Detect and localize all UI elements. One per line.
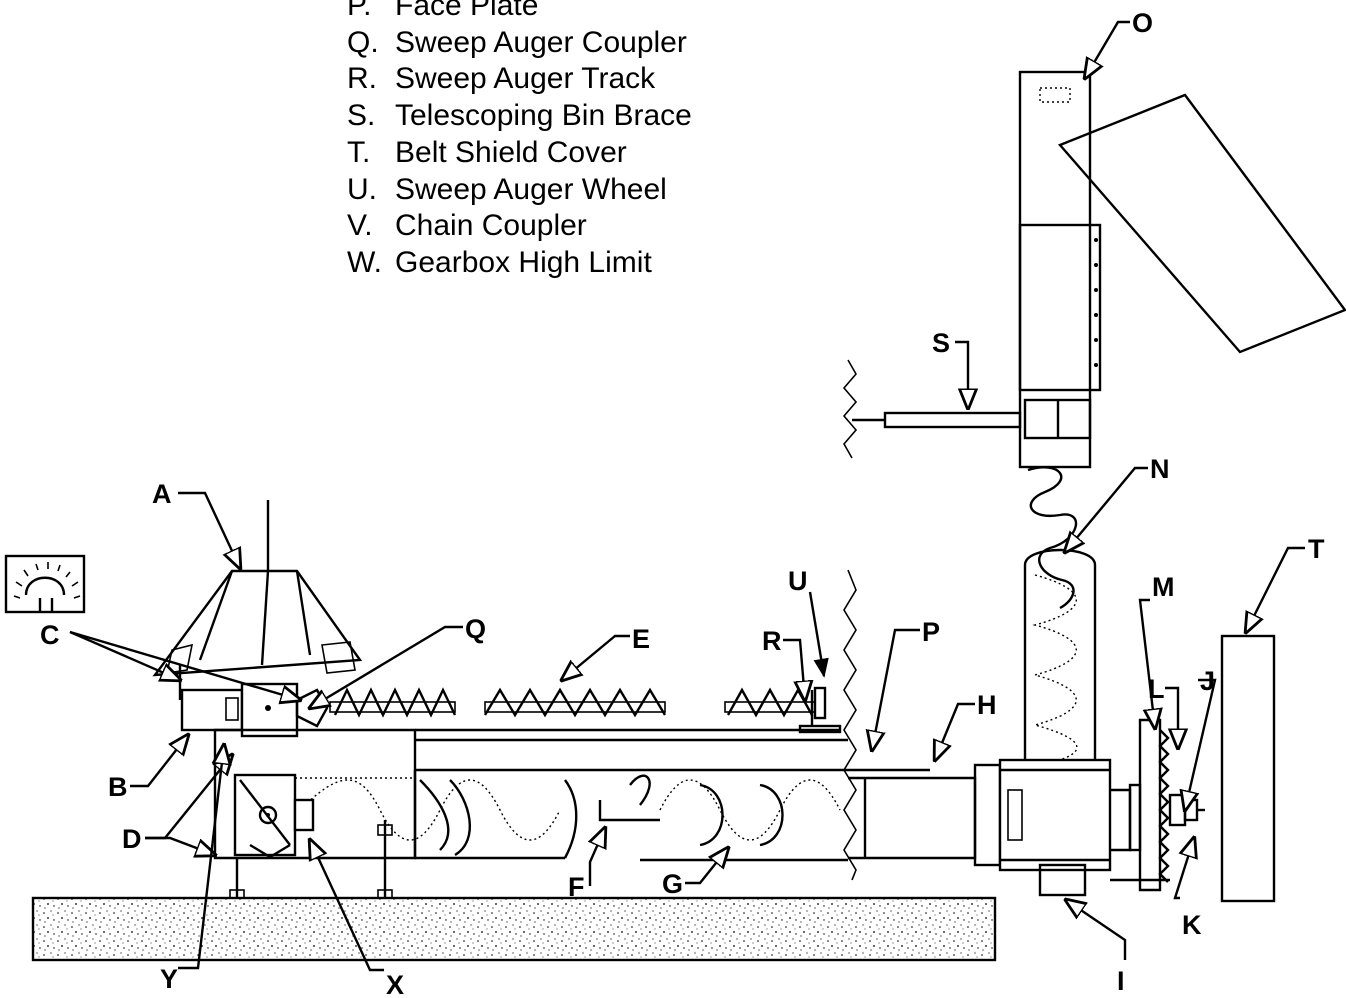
callout-p: P <box>922 617 940 647</box>
legend-item-s: S.Telescoping Bin Brace <box>347 99 692 133</box>
callout-m: M <box>1152 572 1175 602</box>
bin-wall-break-lines <box>842 359 858 881</box>
legend-item-r: R.Sweep Auger Track <box>347 62 656 96</box>
lower-vertical-tube <box>1023 548 1097 772</box>
callout-b: B <box>108 772 128 802</box>
callout-s: S <box>932 328 950 358</box>
callout-j: J <box>1200 666 1215 696</box>
callout-a: A <box>152 479 172 509</box>
telescoping-bin-brace <box>852 398 1092 440</box>
legend-item-v: V.Chain Coupler <box>347 209 587 243</box>
legend-item-u: U.Sweep Auger Wheel <box>347 172 667 206</box>
callout-u: U <box>788 566 808 596</box>
callout-g: G <box>662 869 683 899</box>
sweep-gearbox <box>180 682 329 738</box>
legend-item-q: Q.Sweep Auger Coupler <box>347 25 687 59</box>
horizontal-auger-tube <box>213 728 977 862</box>
callout-o: O <box>1132 8 1153 38</box>
legend-item-w: W.Gearbox High Limit <box>347 245 652 279</box>
sweep-auger-flights <box>329 686 842 734</box>
intake-hopper <box>152 500 363 700</box>
callout-i: I <box>1117 966 1125 996</box>
callout-f: F <box>568 872 585 902</box>
callout-n: N <box>1150 454 1170 484</box>
control-dial-box <box>4 554 86 614</box>
legend-item-t: T.Belt Shield Cover <box>347 135 627 169</box>
callout-e: E <box>632 624 650 654</box>
vertical-auger-flight <box>1027 466 1078 610</box>
discharge-spout <box>1057 93 1346 354</box>
callout-x: X <box>386 970 404 998</box>
callout-r: R <box>762 626 782 656</box>
callout-leaders <box>69 20 1305 972</box>
concrete-floor <box>31 896 997 962</box>
callout-c: C <box>40 620 60 650</box>
callout-y: Y <box>160 964 178 994</box>
callout-t: T <box>1308 534 1325 564</box>
parts-legend: P.Face Plate Q.Sweep Auger Coupler R.Swe… <box>347 0 692 282</box>
lower-gearbox <box>233 773 315 859</box>
callout-d: D <box>122 824 142 854</box>
callout-labels: A C B D Q E R U P H S N O T M L J K I F … <box>40 8 1325 998</box>
callout-l: L <box>1148 674 1165 704</box>
legend-item-p: P.Face Plate <box>347 0 539 22</box>
callout-h: H <box>977 690 997 720</box>
support-legs <box>229 820 393 899</box>
belt-shield-cover <box>1220 634 1276 903</box>
callout-q: Q <box>465 614 486 644</box>
callout-k: K <box>1182 910 1202 940</box>
upper-discharge-tube <box>1018 70 1102 469</box>
drive-head <box>973 718 1205 897</box>
